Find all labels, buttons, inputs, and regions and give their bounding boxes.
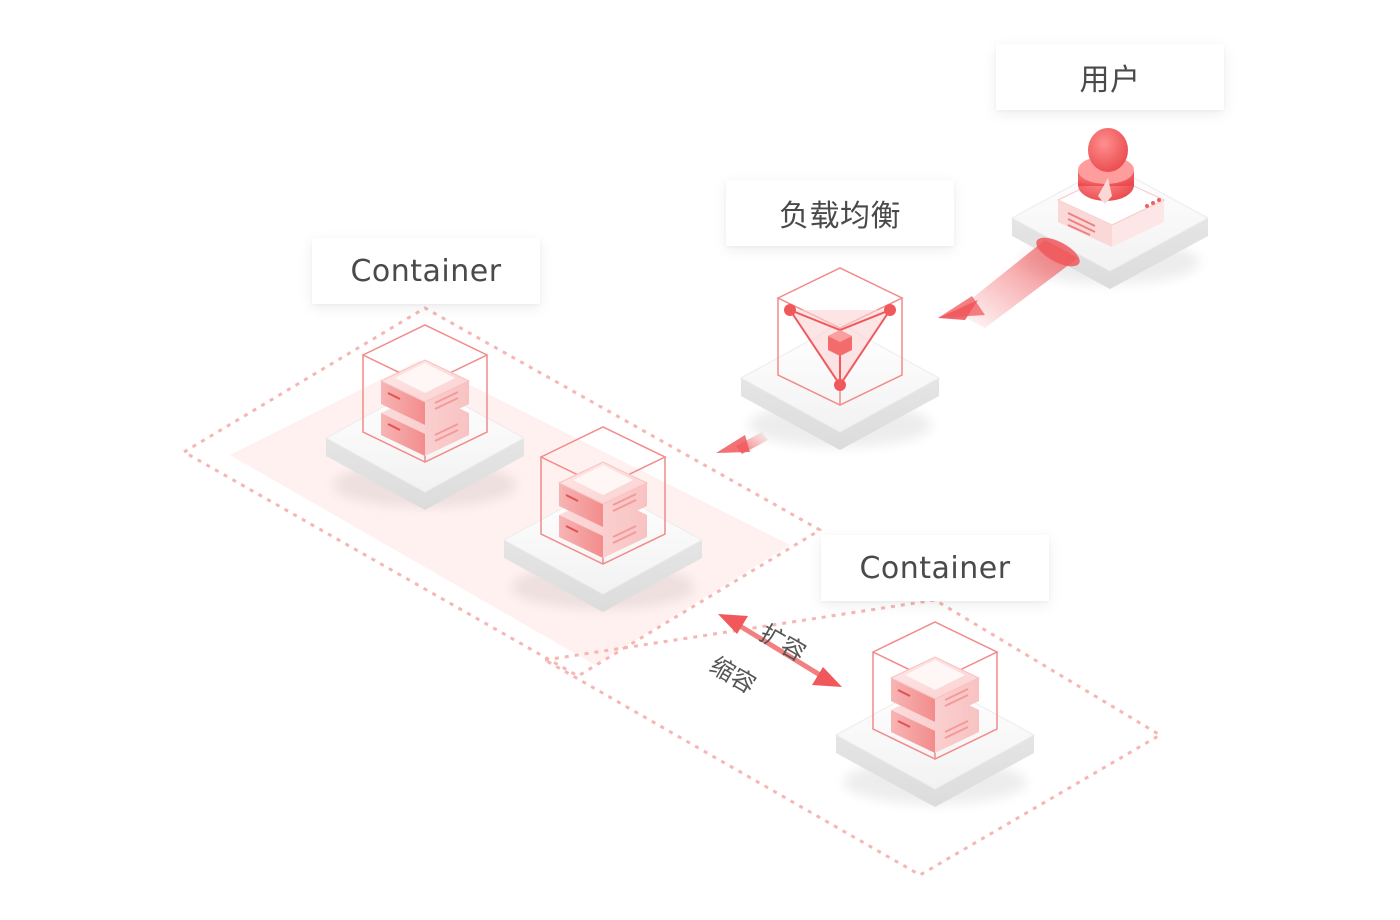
load-balancer-label-text: 负载均衡 bbox=[779, 199, 901, 234]
load-balancer-label: 负载均衡 bbox=[726, 180, 954, 246]
container-label-left: Container bbox=[312, 238, 540, 304]
user-label: 用户 bbox=[996, 44, 1224, 110]
container-label-right-text: Container bbox=[859, 550, 1011, 586]
container-label-right: Container bbox=[821, 535, 1049, 601]
container-boundary-right bbox=[543, 598, 1162, 877]
container-boundary-left bbox=[182, 306, 822, 678]
double-arrow-icon bbox=[718, 614, 842, 687]
server-icon bbox=[361, 324, 489, 463]
container-label-left-text: Container bbox=[350, 253, 502, 289]
load-balancer-icon bbox=[776, 267, 904, 406]
user-icon bbox=[1056, 128, 1166, 247]
arrow-icon bbox=[716, 432, 768, 454]
server-icon bbox=[871, 621, 999, 760]
server-icon bbox=[539, 426, 667, 565]
user-label-text: 用户 bbox=[1079, 63, 1141, 98]
container-zone-highlight bbox=[230, 360, 790, 665]
arrow-icon bbox=[938, 237, 1080, 328]
